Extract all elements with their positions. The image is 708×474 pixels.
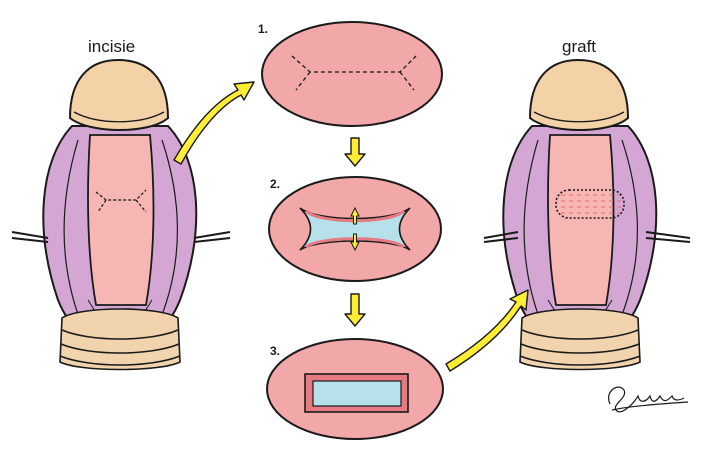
arrow-left-to-step1 — [174, 82, 254, 164]
step-3-number: 3. — [270, 344, 280, 358]
right-shaft-center — [548, 135, 613, 305]
step-1-oval — [262, 22, 442, 126]
right-glans — [530, 60, 628, 130]
step-1-panel — [262, 22, 442, 126]
left-glans — [70, 60, 168, 130]
artist-signature-logo — [609, 387, 688, 412]
left-organ-illustration — [12, 60, 230, 370]
step-2-panel — [269, 177, 441, 281]
label-right-graft: graft — [562, 37, 596, 57]
step-3-panel — [267, 339, 443, 439]
step-2-number: 2. — [270, 177, 280, 191]
right-base-collar — [520, 309, 640, 370]
left-base-collar — [60, 309, 180, 370]
step-1-number: 1. — [258, 22, 268, 36]
arrow-step3-to-right — [446, 290, 528, 371]
left-shaft-center — [88, 135, 153, 305]
right-organ-illustration — [484, 60, 690, 370]
right-graft-patch — [556, 190, 624, 218]
arrow-step2-to-step3 — [345, 294, 365, 326]
label-left-incisie: incisie — [88, 37, 135, 57]
arrow-step1-to-step2 — [345, 138, 365, 166]
